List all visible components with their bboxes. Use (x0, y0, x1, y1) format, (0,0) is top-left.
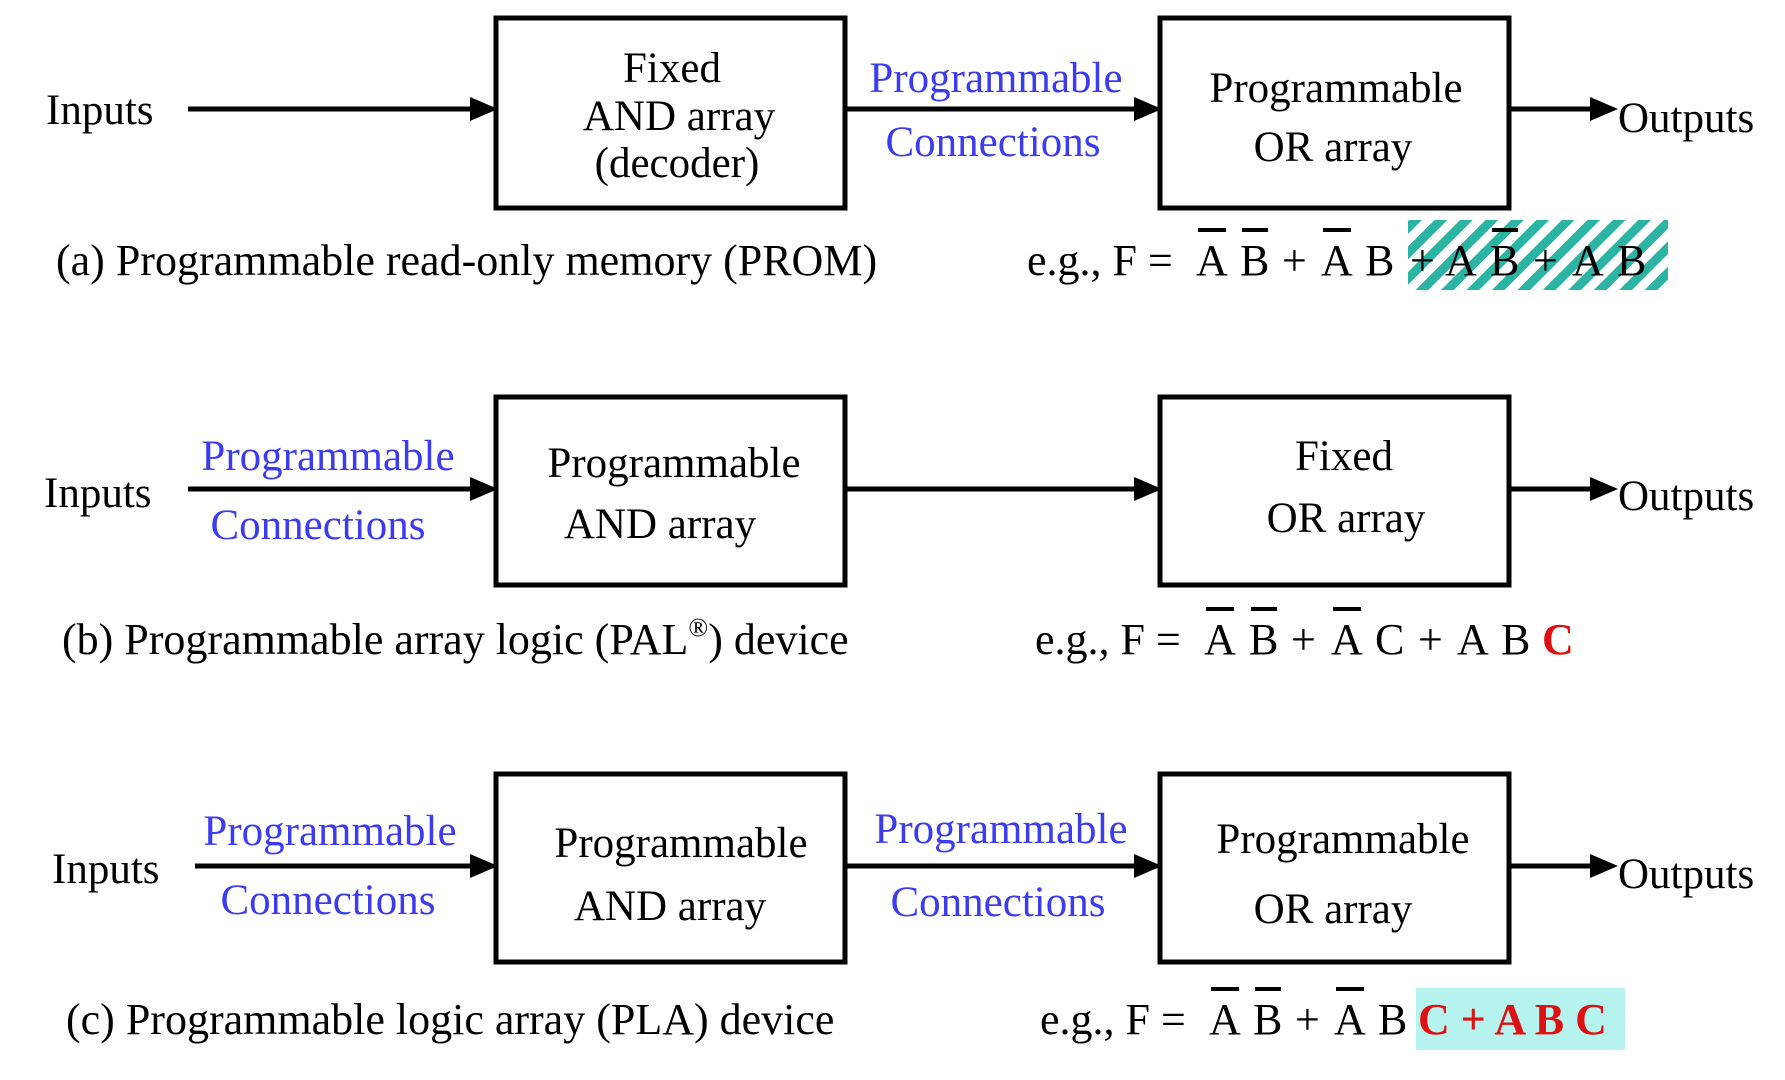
connections-label: Connections (211, 502, 426, 549)
eg-prefix: e.g., F = (1040, 995, 1186, 1044)
programmable-label: Programmable (874, 806, 1127, 853)
diagram-c-pla: Inputs Programmable Connections Programm… (52, 771, 1754, 1050)
and-box-line1: Programmable (554, 820, 807, 867)
or-array-box (1157, 15, 1512, 211)
and-box-line3: (decoder) (595, 140, 760, 187)
eq-term: B (1365, 236, 1394, 285)
caption-a: (a) Programmable read-only memory (PROM) (56, 236, 877, 285)
inputs-label: Inputs (46, 87, 154, 134)
eq-term: A (1331, 615, 1363, 664)
eq-extra: B (1490, 236, 1519, 285)
eq-term: A (1334, 995, 1366, 1044)
arrowhead (1134, 854, 1162, 878)
caption-c: (c) Programmable logic array (PLA) devic… (66, 995, 834, 1044)
or-box-line2: OR array (1254, 886, 1413, 933)
eq-extra: A (1445, 236, 1477, 285)
and-box-line1: Fixed (623, 45, 721, 92)
programmable-label: Programmable (201, 433, 454, 480)
eq-term: A (1196, 236, 1228, 285)
and-box-line2: AND array (574, 883, 767, 930)
diagram-a-prom: Inputs Fixed AND array (decoder) Program… (46, 15, 1754, 290)
caption-b-tail: ) device (708, 615, 848, 664)
arrowhead (1134, 477, 1162, 501)
or-box-line2: OR array (1254, 124, 1413, 171)
arrowhead (1590, 477, 1618, 501)
and-box-line1: Programmable (547, 440, 800, 487)
inputs-label: Inputs (44, 470, 152, 517)
arrowhead (470, 477, 498, 501)
arrowhead (1590, 97, 1618, 121)
arrowhead (470, 97, 498, 121)
eq-term: B (1249, 615, 1278, 664)
eq-red-term: C + A B C (1418, 995, 1607, 1044)
outputs-label: Outputs (1618, 851, 1754, 898)
or-box-line1: Programmable (1216, 816, 1469, 863)
or-array-box (1157, 394, 1512, 588)
diagram-b-pal: Inputs Programmable Connections Programm… (44, 394, 1754, 664)
equation-c: e.g., F = A B + A B C + A B C (1040, 987, 1625, 1050)
eq-term: A (1457, 615, 1489, 664)
connections-label: Connections (886, 119, 1101, 166)
and-box-line2: AND array (564, 501, 757, 548)
eq-term: A (1321, 236, 1353, 285)
eq-term: + (1418, 615, 1443, 664)
connections-label: Connections (221, 877, 436, 924)
outputs-label: Outputs (1618, 473, 1754, 520)
registered-mark: ® (688, 613, 708, 642)
caption-b: (b) Programmable array logic (PAL®) devi… (62, 613, 849, 664)
eq-extra: + (1533, 236, 1558, 285)
eq-term: + (1291, 615, 1316, 664)
eq-extra: A (1572, 236, 1604, 285)
eg-prefix: e.g., F = (1027, 236, 1173, 285)
eq-term: + (1282, 236, 1307, 285)
or-array-box (1157, 771, 1512, 965)
and-array-box (493, 394, 848, 588)
programmable-label: Programmable (203, 808, 456, 855)
or-box-line2: OR array (1267, 495, 1426, 542)
cyan-highlight (1416, 988, 1625, 1050)
arrowhead (470, 854, 498, 878)
eq-term: B (1240, 236, 1269, 285)
eq-term: B (1253, 995, 1282, 1044)
equation-a: e.g., F = A B + A B + A B + A B (1027, 220, 1668, 290)
or-box-line1: Fixed (1295, 433, 1393, 480)
inputs-label: Inputs (52, 846, 160, 893)
outputs-label: Outputs (1618, 95, 1754, 142)
eq-red-term: C (1542, 615, 1574, 664)
arrowhead (1134, 97, 1162, 121)
eq-term: A (1204, 615, 1236, 664)
caption-b-text: (b) Programmable array logic (PAL (62, 615, 688, 664)
and-box-line2: AND array (583, 93, 776, 140)
hatched-highlight (1408, 220, 1668, 290)
equation-b: e.g., F = A B + A C + A B C (1035, 607, 1574, 664)
eq-term: C (1375, 615, 1404, 664)
programmable-label: Programmable (869, 55, 1122, 102)
arrowhead (1590, 854, 1618, 878)
eq-extra: B (1617, 236, 1646, 285)
or-box-line1: Programmable (1209, 65, 1462, 112)
and-array-box (493, 15, 848, 211)
eg-prefix: e.g., F = (1035, 615, 1181, 664)
eq-term: B (1378, 995, 1407, 1044)
connections-label: Connections (891, 879, 1106, 926)
and-array-box (493, 771, 848, 965)
eq-extra: + (1410, 236, 1435, 285)
eq-term: + (1295, 995, 1320, 1044)
eq-term: B (1501, 615, 1530, 664)
eq-term: A (1209, 995, 1241, 1044)
